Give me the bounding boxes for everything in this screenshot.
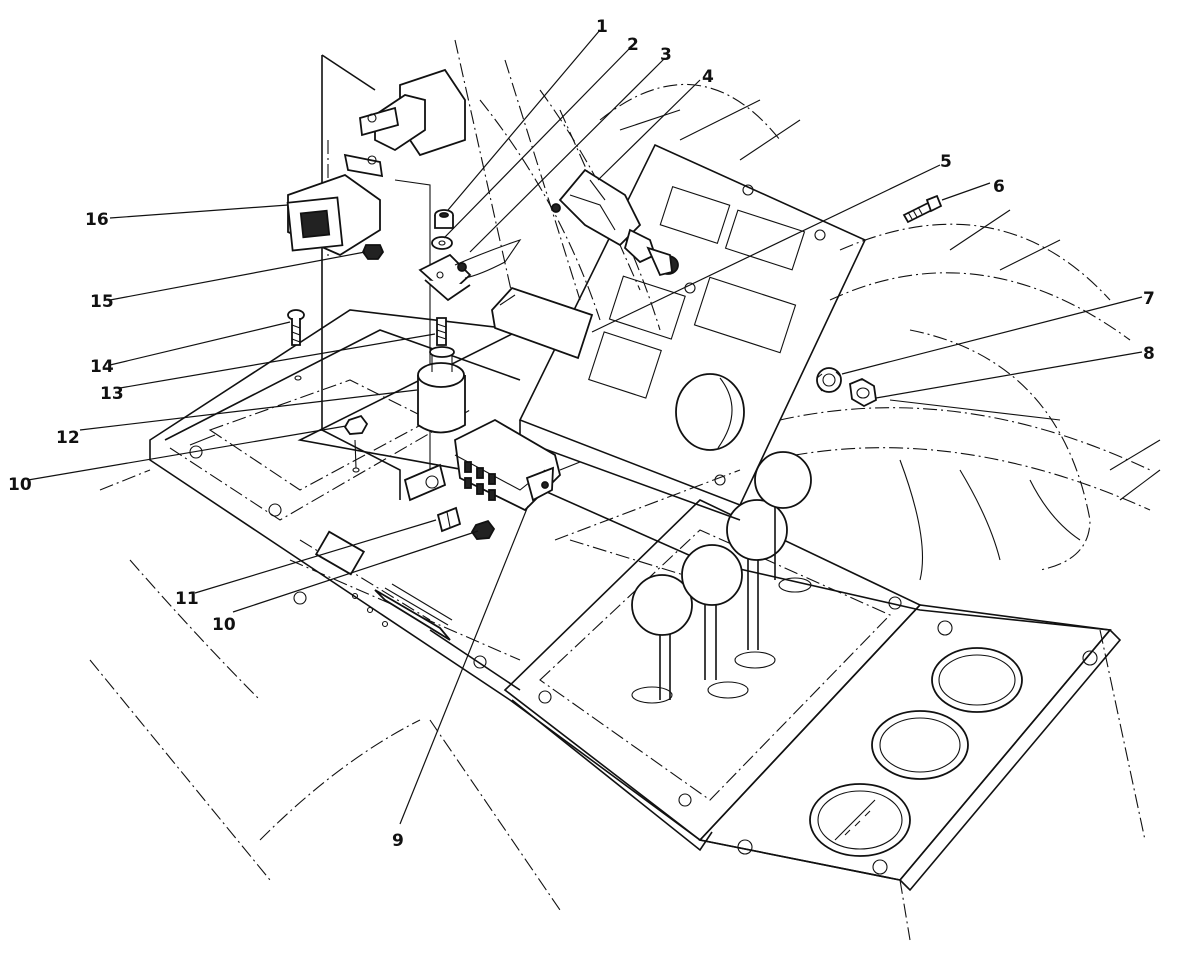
callout-1: 1 [596,17,608,37]
stud-13 [436,317,447,346]
callout-3: 3 [660,45,672,65]
screw-6 [902,194,943,224]
washer-2 [431,236,453,250]
callout-9: 9 [392,831,404,851]
background-outlines [89,39,1161,941]
bracket-3 [418,238,522,302]
callout-15: 15 [90,292,114,312]
cover-plate-5 [491,286,594,360]
callout-16: 16 [85,210,109,230]
toggle-switch-4 [551,168,679,277]
callout-11: 11 [175,589,199,609]
callout-labels: 1 2 3 4 5 6 7 8 9 10 10 11 12 13 14 15 1… [8,17,1155,851]
nut-10-upper [343,414,369,473]
callout-2: 2 [627,35,639,55]
relay-upper [359,68,466,157]
gauge-panel [698,604,1122,892]
screw-14 [287,309,305,381]
callout-7: 7 [1143,289,1155,309]
lockwasher-7 [816,367,842,393]
flasher-module-9 [403,418,581,512]
spacer-1 [434,209,454,229]
callout-6: 6 [993,177,1005,197]
capacitor-12 [417,346,466,434]
callout-5: 5 [940,152,952,172]
leader-lines [27,29,1143,825]
callout-8: 8 [1143,344,1155,364]
fuse-11 [436,506,462,533]
callout-14: 14 [90,357,114,377]
callout-10-upper: 10 [8,475,32,495]
callout-12: 12 [56,428,80,448]
callout-10-lower: 10 [212,615,236,635]
nut-15 [361,244,385,260]
callout-13: 13 [100,384,124,404]
nut-10-lower [470,519,496,540]
relay-16 [286,153,384,257]
nut-8 [849,377,877,408]
callout-4: 4 [702,67,714,87]
